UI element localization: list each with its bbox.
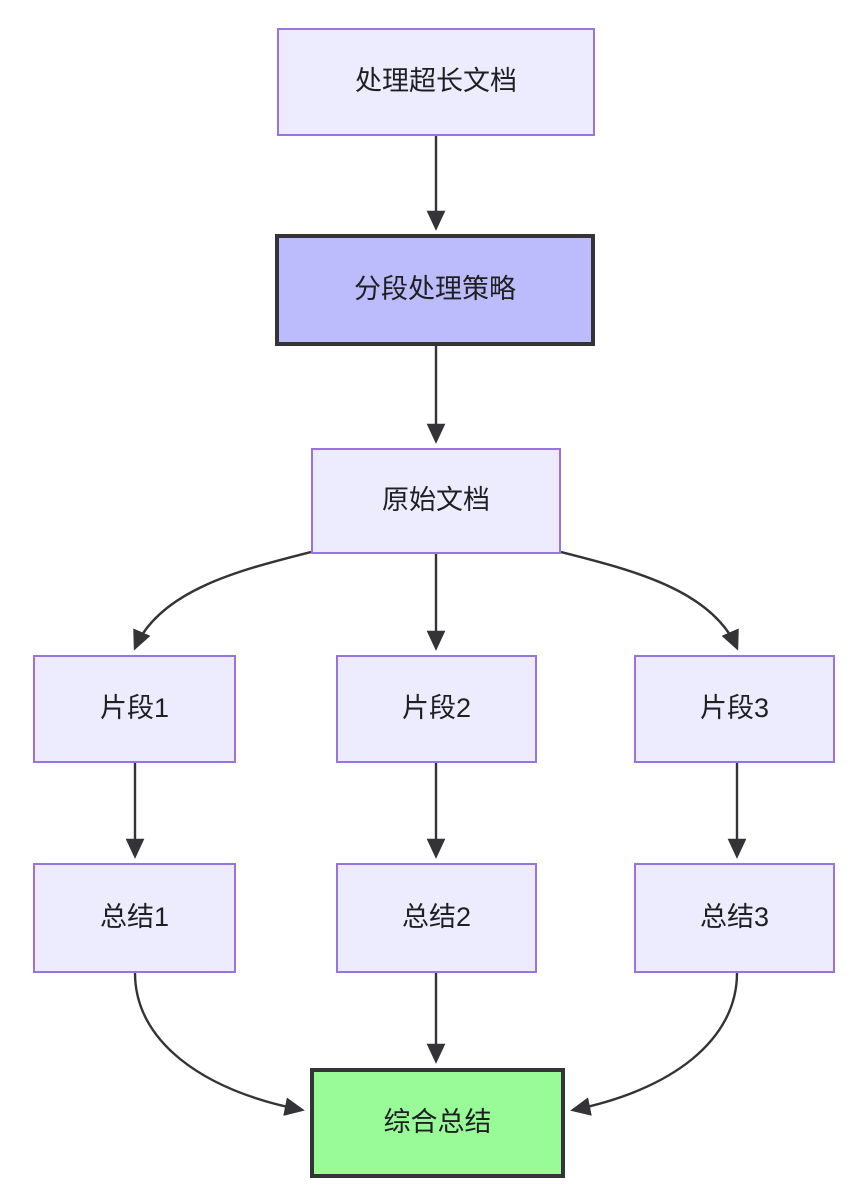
node-sum3-label: 总结3 [699,902,770,933]
edge-source-to-chunk1 [133,550,312,651]
node-strategy[interactable]: 分段处理策略 [275,234,595,346]
node-sum2[interactable]: 总结2 [336,863,537,973]
node-chunk1-label: 片段1 [99,693,170,724]
edge-sum1-to-final [133,972,305,1116]
node-source[interactable]: 原始文档 [311,448,561,554]
node-chunk2[interactable]: 片段2 [336,655,537,763]
node-source-label: 原始文档 [382,485,490,516]
edge-sum3-to-final [570,972,739,1116]
node-final[interactable]: 综合总结 [310,1068,565,1178]
node-chunk3-label: 片段3 [699,693,770,724]
node-sum1[interactable]: 总结1 [33,863,236,973]
node-sum3[interactable]: 总结3 [634,863,835,973]
node-doc[interactable]: 处理超长文档 [277,28,595,136]
node-strategy-label: 分段处理策略 [354,274,516,305]
node-sum2-label: 总结2 [401,902,472,933]
node-final-label: 综合总结 [383,1107,492,1138]
node-doc-label: 处理超长文档 [355,66,517,97]
node-chunk1[interactable]: 片段1 [33,655,236,763]
node-sum1-label: 总结1 [99,902,170,933]
node-chunk3[interactable]: 片段3 [634,655,835,763]
edge-source-to-chunk3 [560,550,739,651]
node-chunk2-label: 片段2 [401,693,472,724]
